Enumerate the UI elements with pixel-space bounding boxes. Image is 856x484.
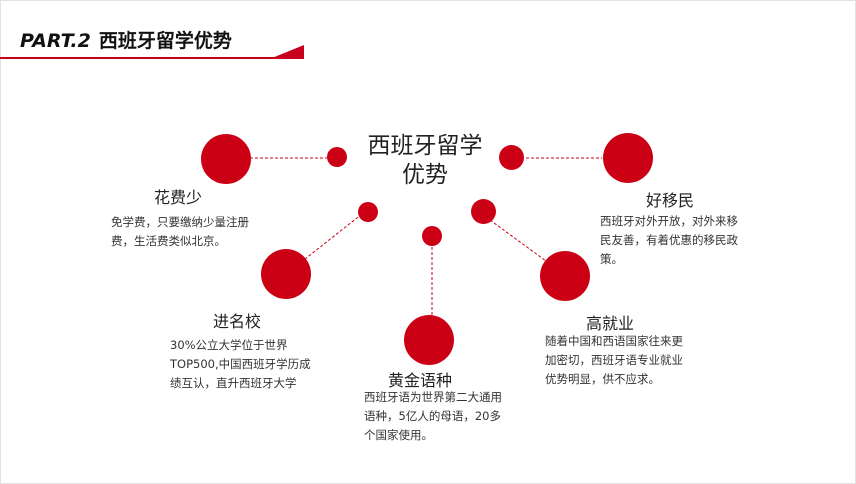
item-desc-immigration: 西班牙对外开放，对外来移民友善，有着优惠的移民政策。	[600, 214, 738, 266]
big-dot-4	[540, 251, 590, 301]
connector-line-2	[304, 213, 363, 260]
center-title: 西班牙留学 优势	[340, 132, 510, 190]
item-title-employment: 高就业	[586, 314, 635, 333]
item-title-schools: 进名校	[213, 312, 262, 331]
big-dot-5	[603, 133, 653, 183]
item-title-immigration: 好移民	[646, 191, 695, 210]
section-title: 西班牙留学优势	[98, 30, 232, 52]
header-triangle	[272, 45, 304, 58]
item-desc-language: 西班牙语为世界第二大通用语种，5亿人的母语，20多个国家使用。	[364, 390, 502, 442]
center-title-line-1: 西班牙留学	[367, 133, 483, 159]
item-desc-employment: 随着中国和西语国家往来更加密切，西班牙语专业就业优势明显，供不应求。	[545, 334, 683, 386]
small-dot-4	[471, 199, 496, 224]
big-dot-1	[201, 134, 251, 184]
header-underline	[0, 57, 304, 59]
item-desc-cost: 免学费，只要缴纳少量注册费，生活费类似北京。	[111, 215, 249, 248]
center-title-line-2: 优势	[402, 162, 448, 188]
big-dot-2	[261, 249, 311, 299]
big-dot-3	[404, 315, 454, 365]
small-dot-3	[422, 226, 442, 246]
item-title-cost: 花费少	[154, 188, 203, 207]
item-title-language: 黄金语种	[388, 371, 453, 390]
small-dot-2	[358, 202, 378, 222]
small-dot-5	[499, 145, 524, 170]
header-title: PART.2 西班牙留学优势	[20, 26, 232, 53]
item-desc-schools: 30%公立大学位于世界TOP500,中国西班牙学历成绩互认，直升西班牙大学	[170, 338, 311, 390]
small-dot-1	[327, 147, 347, 167]
part-label: PART.2	[20, 30, 91, 52]
connector-line-4	[489, 219, 547, 262]
